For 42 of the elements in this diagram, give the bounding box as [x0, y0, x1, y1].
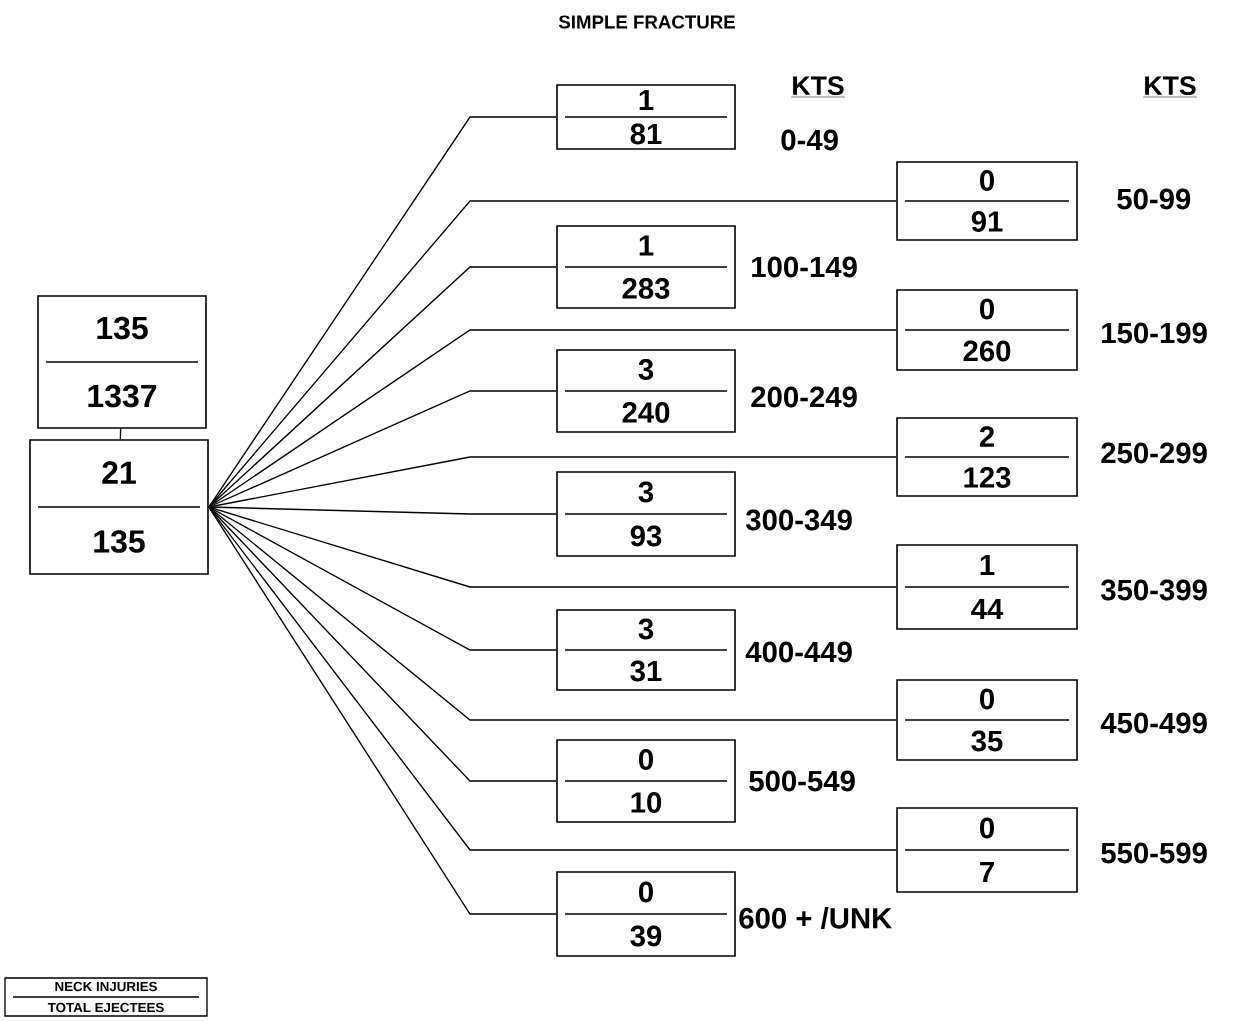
- fraction-box: 0 260: [896, 289, 1078, 371]
- speed-range: 500-549: [749, 770, 855, 792]
- fraction-box: 0 35: [896, 679, 1078, 761]
- speed-range: 350-399: [1100, 579, 1207, 601]
- connector-line: [208, 506, 557, 651]
- speed-range: 550-599: [1101, 842, 1207, 864]
- fraction-box: 1 283: [556, 225, 736, 309]
- speed-range: 50-99: [1117, 188, 1191, 210]
- connector-line: [208, 390, 557, 508]
- speed-range: 400-449: [745, 641, 852, 663]
- speed-range: 600 + /UNK: [739, 907, 893, 929]
- fraction-box: 0 10: [556, 739, 736, 823]
- speed-range: 300-349: [745, 509, 852, 531]
- legend-box: NECK INJURIES TOTAL EJECTEES: [4, 977, 208, 1017]
- fraction-box: 0 7: [896, 807, 1078, 893]
- unit-heading: KTS: [1143, 76, 1197, 98]
- connector-line: [208, 506, 557, 915]
- fraction-box: 0 39: [556, 871, 736, 957]
- fraction-box: 3 31: [556, 609, 736, 691]
- fraction-box: 2 123: [896, 417, 1078, 497]
- fraction-box: 3 93: [556, 471, 736, 557]
- unit-heading: KTS: [791, 76, 845, 98]
- connector-line: [208, 329, 897, 508]
- fraction-box: 1 44: [896, 544, 1078, 630]
- speed-range: 250-299: [1101, 442, 1207, 464]
- fraction-box: 1 81: [556, 84, 736, 150]
- speed-range: 0-49: [781, 129, 838, 151]
- fraction-box: 21 135: [29, 439, 209, 575]
- connector-line: [208, 506, 897, 588]
- connector-line: [208, 506, 897, 851]
- connector-line: [208, 506, 557, 515]
- fraction-box: 135 1337: [37, 295, 207, 429]
- connector-line: [208, 200, 897, 508]
- speed-range: 200-249: [751, 386, 857, 408]
- speed-range: 150-199: [1102, 322, 1207, 344]
- fraction-box: 3 240: [556, 349, 736, 433]
- title: SIMPLE FRACTURE: [558, 15, 735, 29]
- connector-line: [119, 428, 122, 440]
- speed-range: 100-149: [752, 256, 857, 278]
- fraction-box: 0 91: [896, 161, 1078, 241]
- connector-line: [208, 266, 557, 508]
- speed-range: 450-499: [1100, 712, 1207, 734]
